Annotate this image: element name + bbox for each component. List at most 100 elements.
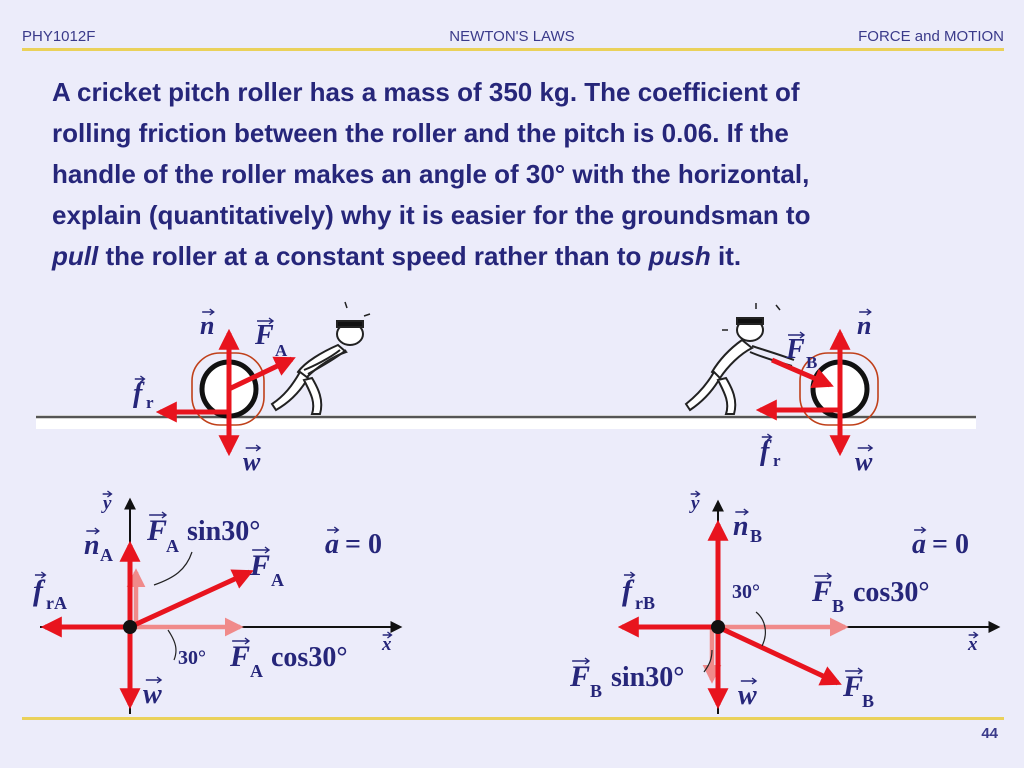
- vector-arrow-decoration: [968, 631, 979, 639]
- pull-component-leader: [153, 551, 193, 586]
- problem-line-5: pull the roller at a constant speed rath…: [52, 236, 992, 277]
- push-scene-F-sub: B: [806, 353, 817, 372]
- vector-arrow-decoration: [34, 571, 47, 579]
- pull-body-point: [123, 620, 137, 634]
- pull-hcomp-text: cos30°: [271, 642, 348, 673]
- push-body-point: [711, 620, 725, 634]
- groundsman-left: [270, 320, 364, 415]
- groundsman-right: [684, 317, 795, 415]
- pull-fbd-f-sub: rA: [46, 593, 67, 613]
- pull-scene-f-sub: r: [146, 393, 154, 412]
- pull-y-axis-label: y: [101, 493, 112, 514]
- push-accel-symbol: a: [912, 529, 926, 560]
- push-fbd-F-sub: B: [862, 691, 874, 711]
- pull-vcomp-sub: A: [166, 536, 179, 556]
- vector-arrow-decoration: [252, 546, 271, 554]
- vector-arrow-decoration: [102, 490, 113, 498]
- vector-arrow-decoration: [845, 667, 864, 675]
- pull-scene-f-label: f: [133, 378, 145, 409]
- vector-arrow-decoration: [145, 676, 163, 684]
- push-hcomp-symbol: F: [811, 575, 832, 608]
- vector-arrow-decoration: [232, 637, 251, 645]
- problem-line-1: A cricket pitch roller has a mass of 350…: [52, 77, 800, 107]
- ground-band: [36, 415, 976, 429]
- vector-arrow-decoration: [761, 433, 773, 441]
- push-fbd-applied-arrow: [716, 624, 842, 686]
- push-hcomp-sub: B: [832, 596, 844, 616]
- vector-arrow-decoration: [735, 508, 749, 516]
- vector-arrow-decoration: [149, 511, 168, 519]
- push-vcomp-symbol: F: [569, 660, 590, 693]
- pull-hcomp-sub: A: [250, 661, 263, 681]
- pull-hcomp-symbol: F: [229, 640, 250, 673]
- vector-arrow-decoration: [859, 308, 872, 316]
- pull-angle-arc: [167, 629, 177, 661]
- push-component-leader: [703, 649, 713, 673]
- push-free-body-diagram: y x n B f rB F B w F B sin30° F B cos30°…: [569, 493, 1001, 714]
- push-fbd-f-sub: rB: [635, 593, 655, 613]
- push-fbd-n-label: n: [733, 511, 749, 542]
- pull-vcomp-text: sin30°: [187, 516, 260, 547]
- pull-angle-label: 30°: [178, 647, 206, 669]
- pull-accel-symbol: a: [325, 529, 339, 560]
- topic-title: NEWTON'S LAWS: [449, 28, 575, 45]
- push-x-axis-label: x: [967, 634, 978, 655]
- course-code: PHY1012F: [22, 28, 96, 45]
- section-title: FORCE and MOTION: [858, 28, 1004, 45]
- push-y-axis-label: y: [689, 493, 700, 514]
- pull-free-body-diagram: y x n A f rA F A w F A sin30° F A cos30°…: [33, 493, 403, 714]
- vector-arrow-decoration: [202, 308, 215, 316]
- vector-arrow-decoration: [690, 490, 701, 498]
- pull-scene-F-sub: A: [275, 341, 288, 360]
- vector-arrow-decoration: [623, 571, 636, 579]
- page-number: 44: [981, 725, 998, 742]
- pull-fbd-w-label: w: [143, 679, 162, 710]
- vector-arrow-decoration: [788, 331, 806, 339]
- push-fbd-n-sub: B: [750, 526, 762, 546]
- pull-scene-n-label: n: [200, 311, 214, 340]
- push-scene-w-label: w: [855, 447, 873, 476]
- vector-arrow-decoration: [327, 526, 340, 534]
- push-fbd-f-label: f: [622, 574, 635, 607]
- push-accel-eq: = 0: [932, 529, 969, 560]
- push-hcomp-text: cos30°: [853, 577, 930, 608]
- vector-arrow-decoration: [86, 527, 100, 535]
- push-applied-arrow: [771, 357, 834, 388]
- header-rule: [22, 48, 1004, 51]
- pull-fbd-f-label: f: [33, 574, 46, 607]
- pull-fbd-F-sub: A: [271, 570, 284, 590]
- problem-statement: A cricket pitch roller has a mass of 350…: [52, 72, 992, 277]
- problem-line-3: handle of the roller makes an angle of 3…: [52, 159, 810, 189]
- push-scene-n-label: n: [857, 311, 871, 340]
- vector-arrow-decoration: [572, 657, 591, 665]
- push-scene: n F B f r w: [684, 303, 879, 476]
- problem-line-5-end: it.: [710, 241, 742, 271]
- pull-scene-w-label: w: [243, 447, 261, 476]
- push-vcomp-sub: B: [590, 681, 602, 701]
- push-angle-label: 30°: [732, 581, 760, 603]
- vector-arrow-decoration: [914, 526, 927, 534]
- pull-fbd-applied-arrow: [128, 569, 254, 630]
- pull-scene-F-label: F: [254, 320, 274, 351]
- pull-fbd-n-label: n: [84, 530, 100, 561]
- pull-x-axis-label: x: [381, 634, 392, 655]
- problem-line-2: rolling friction between the roller and …: [52, 118, 789, 148]
- vector-arrow-decoration: [245, 444, 262, 452]
- pull-fbd-F-label: F: [249, 549, 270, 582]
- word-pull: pull: [52, 241, 99, 271]
- vector-arrow-decoration: [740, 677, 758, 685]
- vector-arrow-decoration: [814, 572, 833, 580]
- vector-arrow-decoration: [382, 631, 393, 639]
- push-scene-f-sub: r: [773, 451, 781, 470]
- vector-arrow-decoration: [257, 317, 275, 325]
- pull-vcomp-symbol: F: [146, 514, 167, 547]
- problem-line-4: explain (quantitatively) why it is easie…: [52, 200, 811, 230]
- push-scene-f-label: f: [760, 436, 772, 467]
- footer-rule: [22, 717, 1004, 720]
- pull-applied-arrow: [227, 356, 296, 392]
- vector-arrow-decoration: [134, 375, 146, 383]
- push-scene-F-label: F: [785, 334, 805, 365]
- word-push: push: [648, 241, 711, 271]
- pull-accel-eq: = 0: [345, 529, 382, 560]
